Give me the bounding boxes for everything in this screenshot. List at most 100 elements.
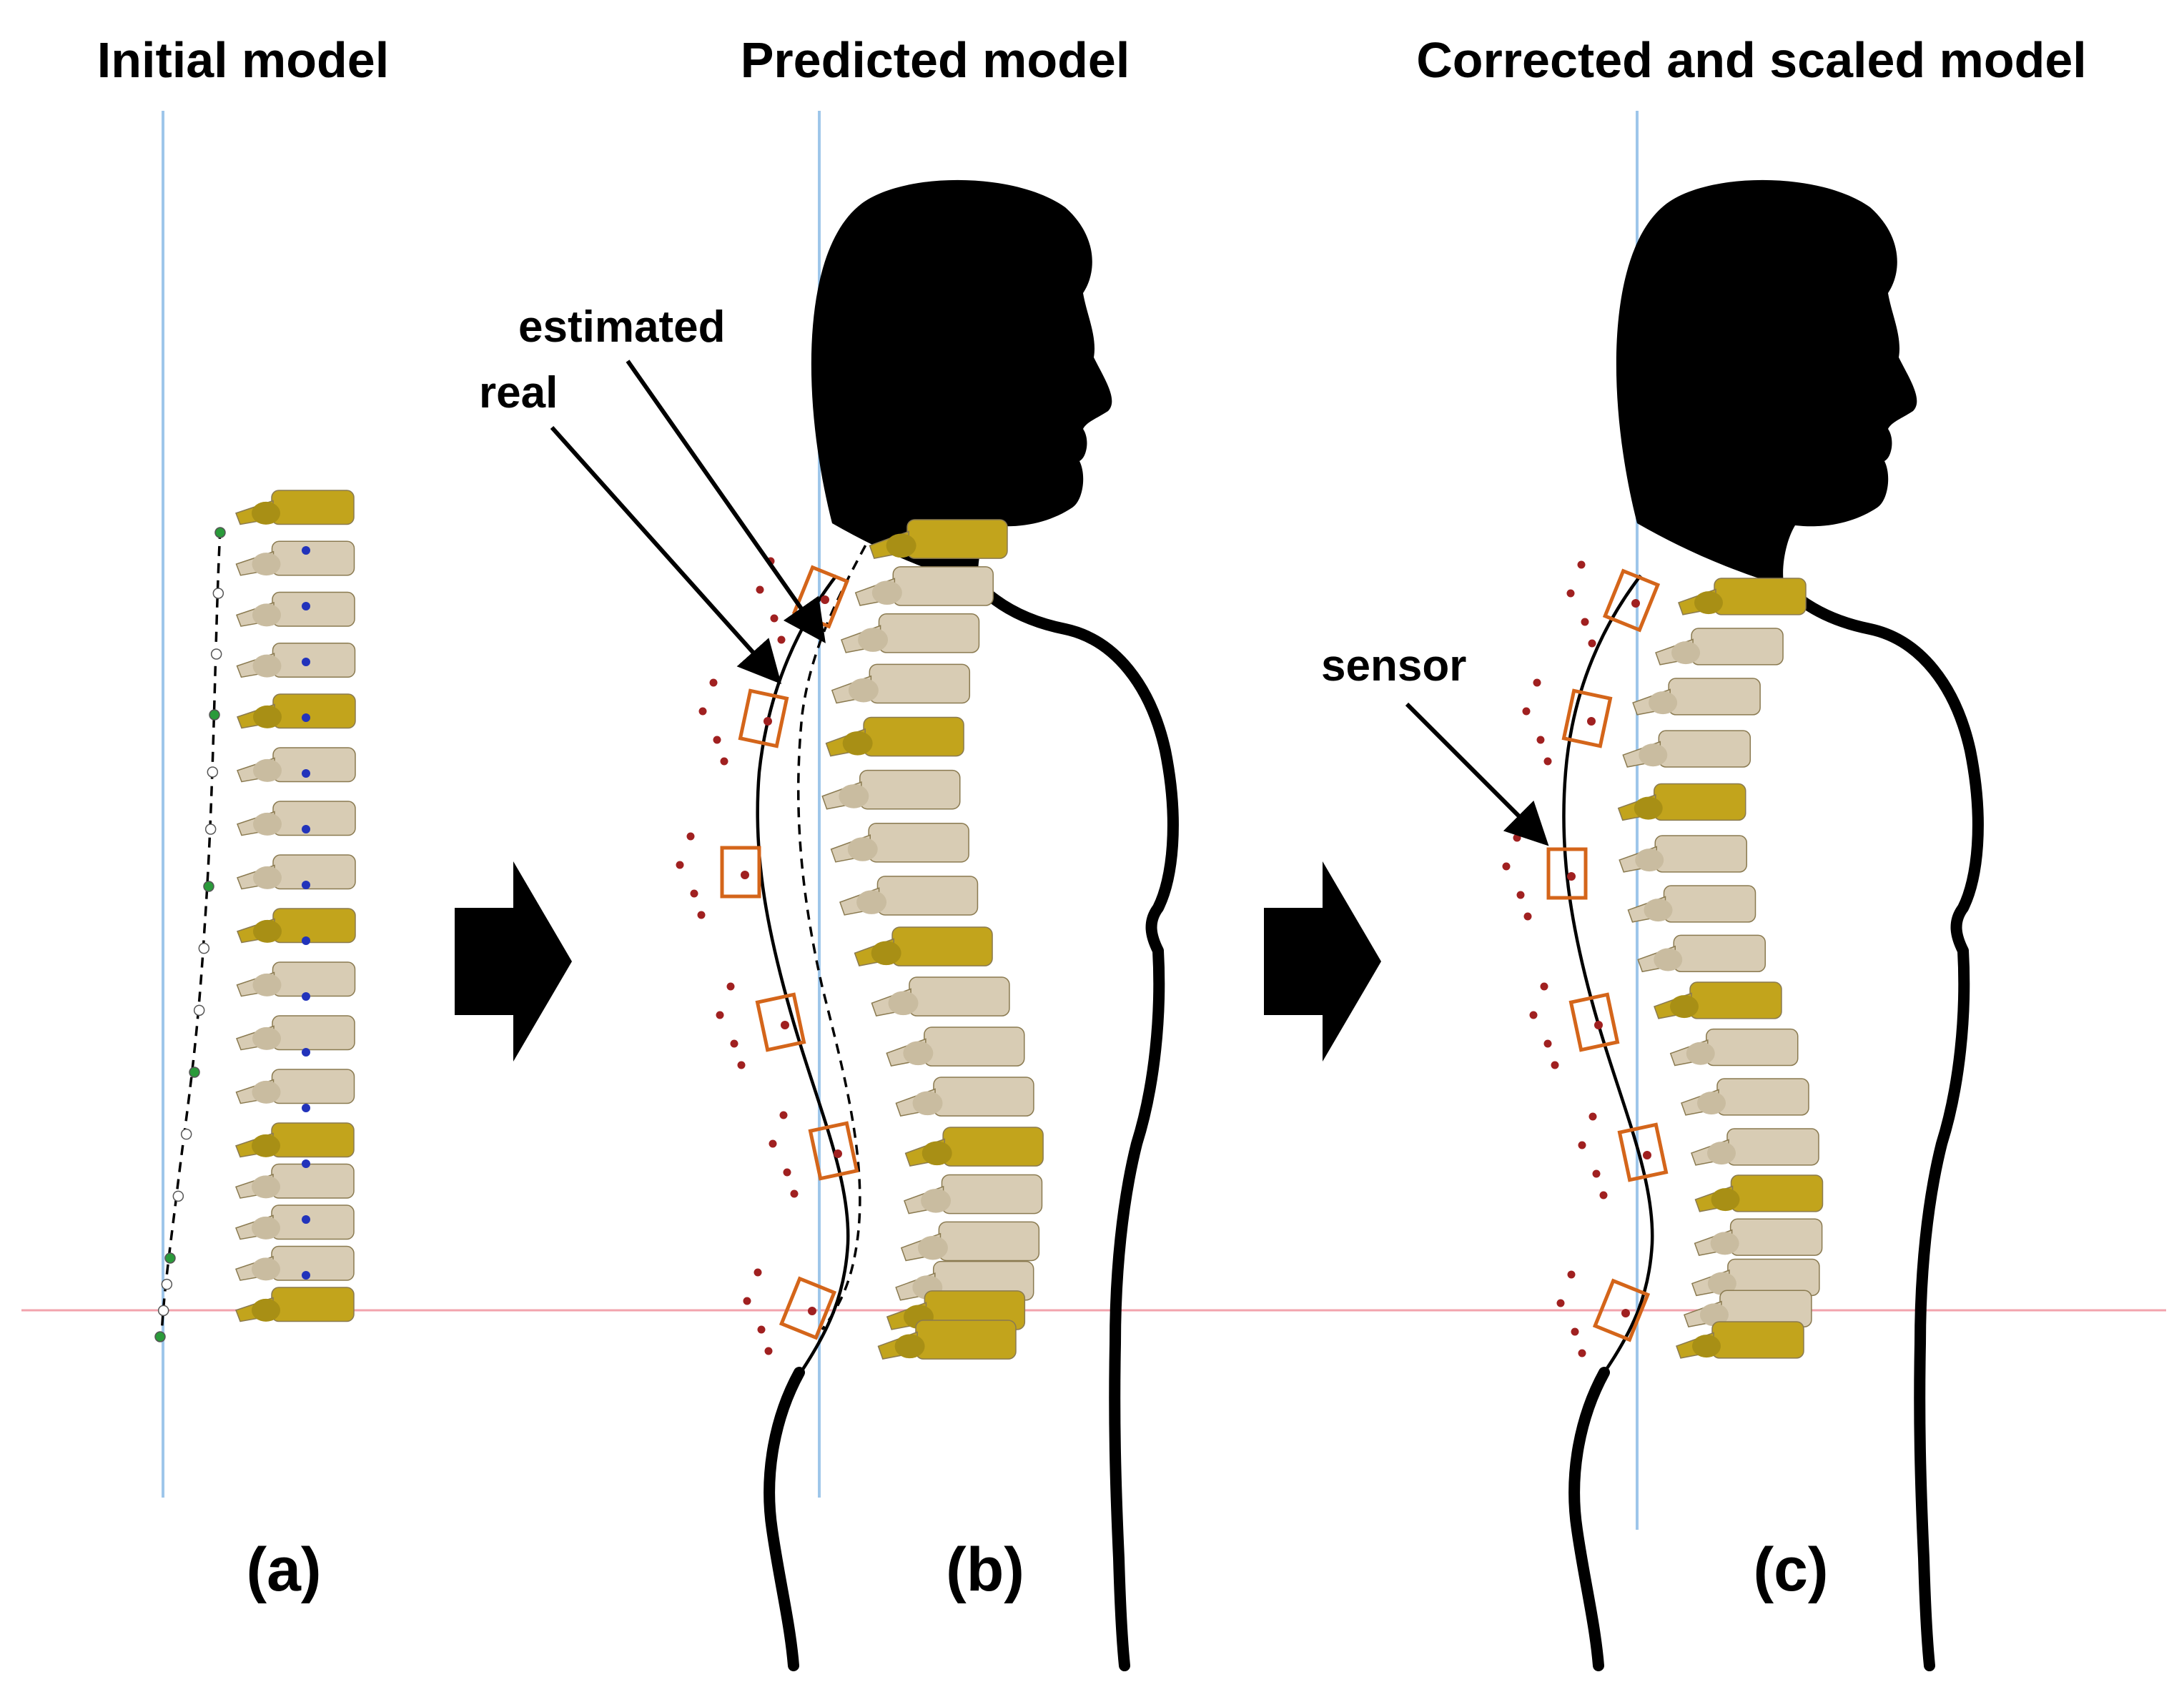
sensor (1566, 560, 1661, 648)
vertebra (235, 1069, 355, 1104)
vertebra (904, 1174, 1043, 1214)
spine-model-a (235, 490, 356, 1322)
posterior-dot (302, 825, 310, 833)
posterior-dot (302, 546, 310, 555)
vertebra (237, 908, 356, 944)
sensor (1522, 678, 1613, 766)
posterior-dot (302, 713, 310, 722)
vertebra (237, 801, 356, 836)
sensor (716, 982, 806, 1069)
sensor-markers-b (676, 557, 859, 1355)
vertebra (1678, 578, 1807, 615)
arrow-estimated (626, 360, 826, 643)
title-predicted-model: Predicted model (741, 32, 1130, 88)
posterior-dot (302, 992, 310, 1001)
posterior-dot (302, 1159, 310, 1168)
spine-model-c (1617, 578, 1824, 1359)
landmark-dot (164, 1252, 176, 1264)
body-silhouette-b (764, 179, 1179, 1671)
sensor (698, 678, 789, 766)
vertebra (839, 876, 979, 916)
annotation-real: real (479, 368, 558, 417)
title-corrected-scaled-model: Corrected and scaled model (1416, 32, 2087, 88)
vertebra (235, 1122, 355, 1158)
vertebra (235, 540, 355, 576)
landmark-dot (207, 766, 219, 778)
posterior-dot (302, 936, 310, 945)
vertebra (825, 716, 964, 757)
vertebra (821, 769, 961, 810)
annotation-sensor: sensor (1321, 641, 1466, 691)
vertebra (1691, 1258, 1820, 1297)
posterior-dot (302, 1271, 310, 1280)
vertebra (235, 1245, 355, 1281)
vertebra (1627, 885, 1756, 923)
vertebra (904, 1127, 1044, 1167)
landmark-dot (154, 1331, 166, 1342)
vertebra (235, 1287, 355, 1322)
annotation-estimated: estimated (518, 302, 725, 352)
vertebra (1694, 1218, 1823, 1256)
posterior-dot (302, 1048, 310, 1057)
vertebra (1637, 934, 1766, 973)
landmark-dot (209, 709, 220, 721)
landmark-dot (189, 1067, 200, 1078)
vertebra (1617, 783, 1746, 821)
landmark-dot (214, 527, 226, 538)
posterior-dot (302, 1104, 310, 1112)
vertebra (1694, 1174, 1824, 1212)
vertebra (886, 1026, 1025, 1067)
vertebra (877, 1320, 1017, 1360)
spine-model-b (821, 519, 1044, 1360)
panel-label-b: (b) (946, 1535, 1024, 1604)
vertebra (854, 566, 994, 606)
posterior-dot (302, 1215, 310, 1224)
transition-arrow-b-to-c (1264, 861, 1381, 1062)
vertebra (236, 961, 356, 997)
vertebra (235, 490, 355, 525)
vertebra (869, 519, 1008, 559)
sensor (676, 832, 761, 919)
posterior-dot (302, 602, 310, 610)
estimated-curve-b (796, 530, 875, 1331)
vertebra (236, 1015, 355, 1051)
landmark-dot (212, 588, 224, 599)
vertebra (1655, 628, 1784, 666)
sensor (769, 1111, 859, 1198)
vertebra (1683, 1290, 1812, 1327)
arrow-real (550, 426, 781, 684)
landmark-dot (172, 1190, 184, 1202)
vertebra (235, 1204, 355, 1240)
vertebra (1632, 678, 1761, 716)
vertebra (841, 613, 980, 653)
landmark-dot (210, 648, 222, 660)
vertebra (895, 1077, 1034, 1117)
estimated-curve-a (160, 528, 222, 1337)
transition-arrow-a-to-b (455, 861, 572, 1062)
vertebra (235, 1163, 355, 1199)
posterior-dot (302, 769, 310, 778)
vertebra (1676, 1321, 1804, 1359)
vertebra (900, 1221, 1040, 1262)
vertebra (1669, 1028, 1799, 1067)
landmark-dot (203, 881, 214, 892)
landmark-dot (180, 1128, 192, 1140)
vertebra (236, 643, 356, 678)
posterior-dot (302, 658, 310, 666)
vertebra (236, 591, 355, 627)
landmark-dot (161, 1278, 173, 1290)
landmark-dot (198, 942, 210, 954)
landmark-dot (193, 1004, 205, 1016)
vertebra (830, 822, 969, 863)
landmark-dot (204, 823, 217, 835)
real-curve-c (1562, 574, 1654, 1374)
arrow-sensor (1405, 702, 1549, 846)
posterior-dot (302, 881, 310, 889)
vertebra (237, 747, 356, 783)
vertebra (1681, 1078, 1809, 1116)
vertebra (854, 926, 993, 966)
landmark-dot (157, 1305, 169, 1317)
title-initial-model: Initial model (97, 32, 389, 88)
landmark-dots-a (154, 527, 310, 1342)
